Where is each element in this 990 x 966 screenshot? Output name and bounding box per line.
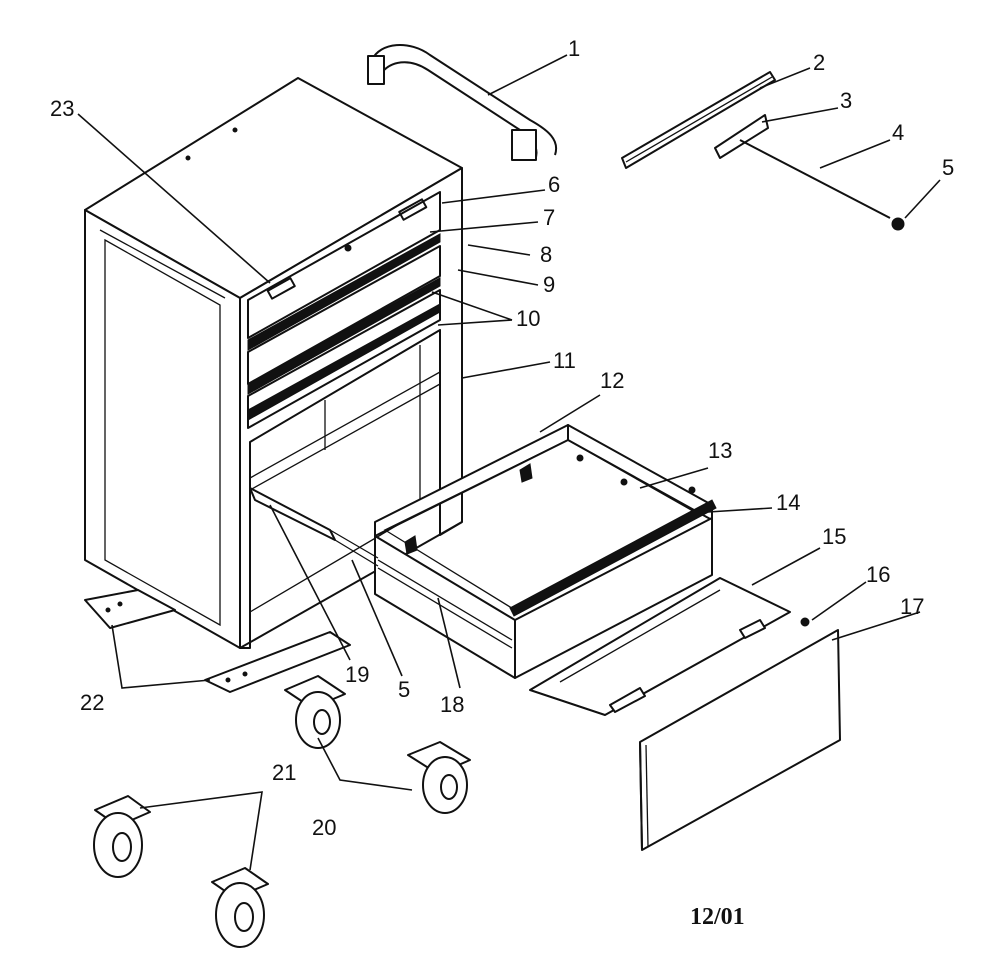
- callout-16: 16: [866, 562, 890, 587]
- callout-11: 11: [553, 348, 576, 373]
- callout-4: 4: [892, 120, 904, 145]
- callout-2: 2: [813, 50, 825, 75]
- callout-6: 6: [548, 172, 560, 197]
- callout-20: 20: [312, 815, 336, 840]
- callout-23: 23: [50, 96, 74, 121]
- slide-rail-parts: [621, 71, 905, 231]
- drawer-front-panel: [639, 629, 841, 851]
- drawer-bottom-panel: [529, 577, 810, 716]
- callout-14: 14: [776, 490, 800, 515]
- callout-18: 18: [440, 692, 464, 717]
- callout-19: 19: [345, 662, 369, 687]
- base-plates: [84, 589, 351, 693]
- callout-8: 8: [540, 242, 552, 267]
- drawer-slide-part: [249, 487, 379, 567]
- callout-22: 22: [80, 690, 104, 715]
- callout-labels: 1 2 3 4 5 6 7 8 9 10 11 12 13 14 15 16 1…: [50, 36, 954, 840]
- callout-5-top: 5: [942, 155, 954, 180]
- caster-wheels: [93, 675, 471, 948]
- callout-10: 10: [516, 306, 540, 331]
- callout-1: 1: [568, 36, 580, 61]
- callout-12: 12: [600, 368, 624, 393]
- callout-17: 17: [900, 594, 924, 619]
- callout-3: 3: [840, 88, 852, 113]
- callout-9: 9: [543, 272, 555, 297]
- callout-15: 15: [822, 524, 846, 549]
- callout-21: 21: [272, 760, 296, 785]
- date-code: 12/01: [690, 904, 745, 930]
- handle-part: [367, 43, 558, 161]
- cabinet-body: [84, 77, 463, 649]
- callout-5-bottom: 5: [398, 677, 410, 702]
- leader-lines: [77, 54, 941, 871]
- drawer-box: [374, 424, 717, 679]
- callout-7: 7: [543, 205, 555, 230]
- callout-13: 13: [708, 438, 732, 463]
